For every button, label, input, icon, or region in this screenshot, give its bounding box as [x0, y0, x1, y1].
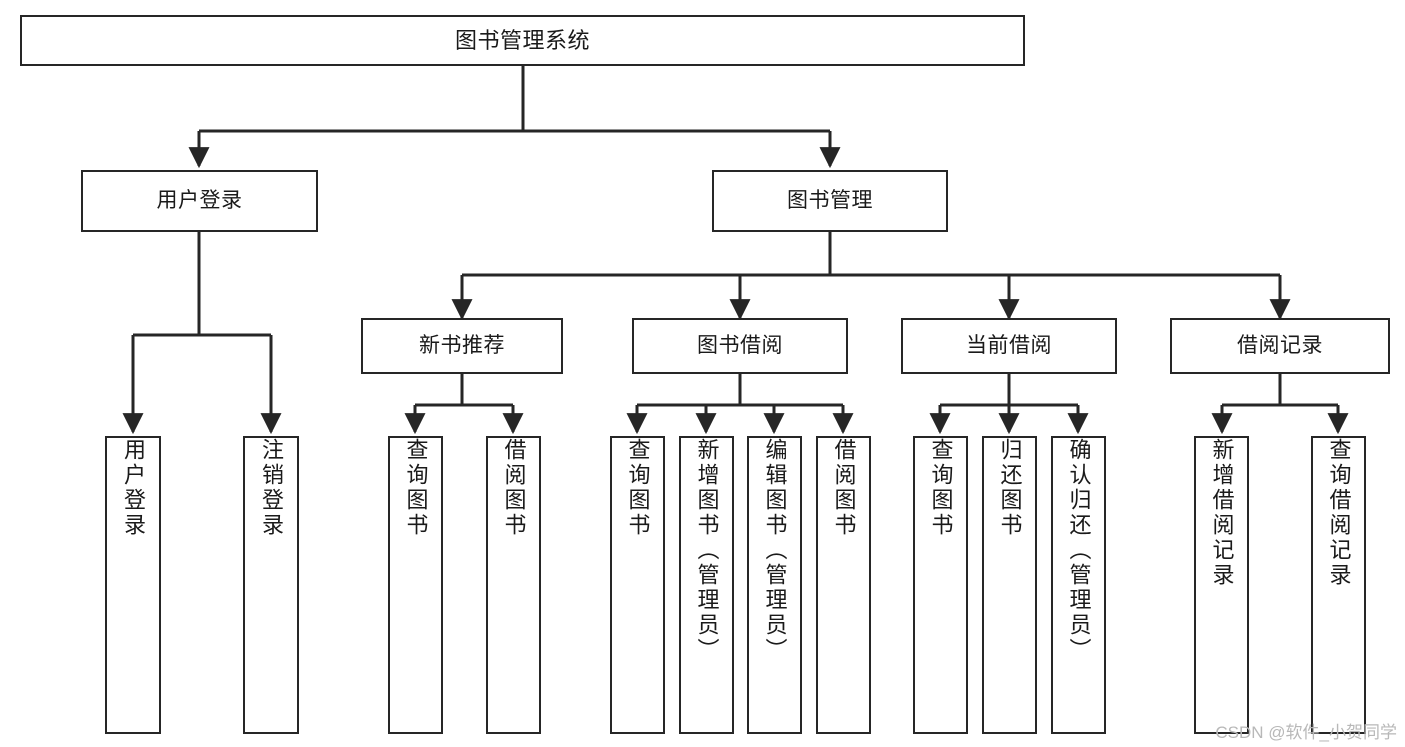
node-book-management-label: 图书管理 [787, 188, 873, 212]
leaf-query-borrow-record[interactable]: 查询借阅记录 [1311, 436, 1366, 734]
leaf-edit-book-admin-label: 编辑图书（管理员） [762, 438, 788, 663]
leaf-borrow-book-recommend[interactable]: 借阅图书 [486, 436, 541, 734]
node-current-borrow-label: 当前借阅 [966, 333, 1052, 357]
node-borrow-records[interactable]: 借阅记录 [1170, 318, 1390, 374]
leaf-add-borrow-record-label: 新增借阅记录 [1209, 438, 1235, 588]
leaf-user-login-label: 用户登录 [121, 438, 146, 538]
leaf-query-borrow-record-label: 查询借阅记录 [1326, 438, 1352, 588]
node-borrow-records-label: 借阅记录 [1237, 333, 1323, 357]
leaf-query-book-current[interactable]: 查询图书 [913, 436, 968, 734]
node-root[interactable]: 图书管理系统 [20, 15, 1025, 66]
leaf-query-book-current-label: 查询图书 [928, 438, 954, 538]
leaf-edit-book-admin[interactable]: 编辑图书（管理员） [747, 436, 802, 734]
leaf-add-book-admin-label: 新增图书（管理员） [694, 438, 720, 663]
leaf-return-book-label: 归还图书 [997, 438, 1023, 538]
leaf-borrow-book-recommend-label: 借阅图书 [501, 438, 527, 538]
node-new-book-recommend[interactable]: 新书推荐 [361, 318, 563, 374]
leaf-logout[interactable]: 注销登录 [243, 436, 299, 734]
leaf-logout-label: 注销登录 [259, 438, 284, 538]
csdn-watermark: CSDN @软件_小贺同学 [1215, 723, 1397, 742]
node-new-book-recommend-label: 新书推荐 [419, 333, 505, 357]
leaf-query-book-borrow-label: 查询图书 [625, 438, 651, 538]
leaf-query-book-recommend[interactable]: 查询图书 [388, 436, 443, 734]
node-book-management[interactable]: 图书管理 [712, 170, 948, 232]
leaf-add-borrow-record[interactable]: 新增借阅记录 [1194, 436, 1249, 734]
node-book-borrow[interactable]: 图书借阅 [632, 318, 848, 374]
node-book-borrow-label: 图书借阅 [697, 333, 783, 357]
node-root-label: 图书管理系统 [454, 27, 590, 53]
leaf-confirm-return-admin-label: 确认归还（管理员） [1066, 438, 1092, 663]
leaf-borrow-book-borrow-label: 借阅图书 [831, 438, 857, 538]
leaf-borrow-book-borrow[interactable]: 借阅图书 [816, 436, 871, 734]
node-user-login[interactable]: 用户登录 [81, 170, 318, 232]
node-user-login-label: 用户登录 [156, 188, 243, 212]
leaf-query-book-borrow[interactable]: 查询图书 [610, 436, 665, 734]
leaf-return-book[interactable]: 归还图书 [982, 436, 1037, 734]
leaf-user-login[interactable]: 用户登录 [105, 436, 161, 734]
leaf-query-book-recommend-label: 查询图书 [403, 438, 429, 538]
node-current-borrow[interactable]: 当前借阅 [901, 318, 1117, 374]
leaf-add-book-admin[interactable]: 新增图书（管理员） [679, 436, 734, 734]
leaf-confirm-return-admin[interactable]: 确认归还（管理员） [1051, 436, 1106, 734]
